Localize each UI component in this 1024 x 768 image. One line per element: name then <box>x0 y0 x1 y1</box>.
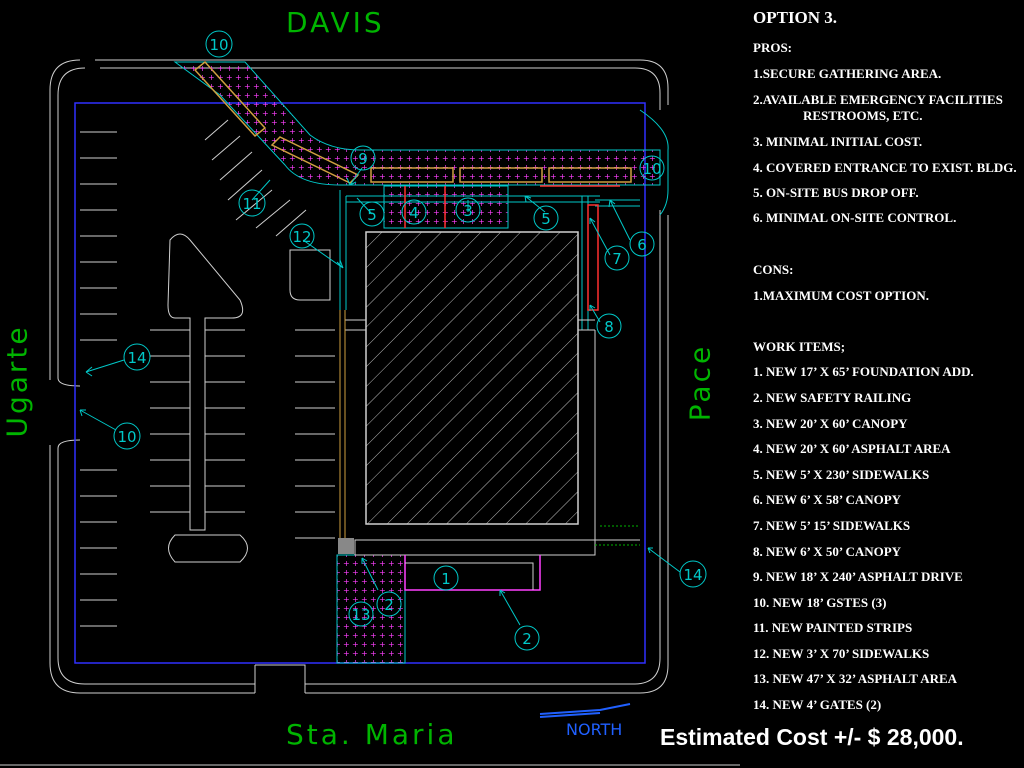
svg-text:5: 5 <box>541 210 551 228</box>
svg-text:1: 1 <box>441 570 451 588</box>
street-label-north: DAVIS <box>286 6 385 39</box>
callout-bubble: 5 <box>533 205 559 231</box>
svg-text:6: 6 <box>637 236 647 254</box>
svg-text:10: 10 <box>209 36 228 54</box>
work-item: 3. NEW 20’ X 60’ CANOPY <box>753 416 908 431</box>
street-label-east: Pace <box>683 343 717 422</box>
work-item: 6. NEW 6’ X 58’ CANOPY <box>753 492 902 507</box>
svg-text:3: 3 <box>463 202 473 220</box>
callout-bubble: 13 <box>348 601 374 627</box>
callout-bubble: 1 <box>433 565 459 591</box>
work-item: 10. NEW 18’ GSTES (3) <box>753 595 887 610</box>
callout-bubble: 3 <box>455 197 481 223</box>
existing-building <box>338 231 640 591</box>
work-item: 13. NEW 47’ X 32’ ASPHALT AREA <box>753 671 958 686</box>
callout-bubble: 11 <box>238 189 266 217</box>
work-item: 12. NEW 3’ X 70’ SIDEWALKS <box>753 646 930 661</box>
callout-bubble: 9 <box>350 145 376 171</box>
callout-bubble: 8 <box>596 313 622 339</box>
pros-item: 3. MINIMAL INITIAL COST. <box>753 134 923 149</box>
callout-bubble: 14 <box>123 343 151 371</box>
callout-bubble: 4 <box>401 199 427 225</box>
callout-bubble: 12 <box>289 223 315 249</box>
canopies <box>193 60 632 184</box>
work-item: 5. NEW 5’ X 230’ SIDEWALKS <box>753 467 930 482</box>
pros-heading: PROS: <box>753 40 792 55</box>
svg-text:2: 2 <box>522 630 532 648</box>
svg-text:10: 10 <box>117 428 136 446</box>
svg-text:14: 14 <box>683 566 702 584</box>
svg-text:7: 7 <box>612 250 622 268</box>
callout-bubbles: 10 9 10 11 12 5 4 3 5 6 7 8 14 10 1 2 13… <box>113 30 707 651</box>
parking-islands <box>167 233 331 563</box>
pros-item: 4. COVERED ENTRANCE TO EXIST. BLDG. <box>753 160 1017 175</box>
work-items-heading: WORK ITEMS; <box>753 339 846 354</box>
street-label-south: Sta. Maria <box>286 718 458 751</box>
pros-item: 5. ON-SITE BUS DROP OFF. <box>753 185 919 200</box>
pros-item: RESTROOMS, ETC. <box>803 108 923 123</box>
work-item: 8. NEW 6’ X 50’ CANOPY <box>753 544 902 559</box>
street-label-west: Ugarte <box>0 324 34 438</box>
work-item: 9. NEW 18’ X 240’ ASPHALT DRIVE <box>753 569 963 584</box>
cons-item: 1.MAXIMUM COST OPTION. <box>753 288 929 303</box>
svg-text:2: 2 <box>384 596 394 614</box>
callout-bubble: 2 <box>376 591 402 617</box>
callout-bubble: 10 <box>113 422 141 450</box>
svg-text:12: 12 <box>292 228 311 246</box>
callout-bubble: 6 <box>629 231 655 257</box>
work-item: 11. NEW PAINTED STRIPS <box>753 620 913 635</box>
svg-text:9: 9 <box>358 150 368 168</box>
work-item: 4. NEW 20’ X 60’ ASPHALT AREA <box>753 441 951 456</box>
estimated-cost: Estimated Cost +/- $ 28,000. <box>660 724 964 750</box>
north-arrow-icon: NORTH <box>539 703 631 739</box>
work-item: 1. NEW 17’ X 65’ FOUNDATION ADD. <box>753 364 974 379</box>
parking-stripes <box>80 119 335 627</box>
callout-bubble: 7 <box>604 245 630 271</box>
leader-lines <box>79 167 681 626</box>
callout-bubble: 10 <box>205 30 233 58</box>
svg-text:10: 10 <box>642 160 661 178</box>
pros-item: 1.SECURE GATHERING AREA. <box>753 66 942 81</box>
pros-item: 6. MINIMAL ON-SITE CONTROL. <box>753 210 957 225</box>
work-item: 14. NEW 4’ GATES (2) <box>753 697 882 712</box>
option-title: OPTION 3. <box>753 8 838 27</box>
callout-bubble: 2 <box>514 625 540 651</box>
callout-bubble: 5 <box>359 201 385 227</box>
pros-item: 2.AVAILABLE EMERGENCY FACILITIES <box>753 92 1003 107</box>
callout-bubble: 14 <box>679 560 707 588</box>
work-item: 2. NEW SAFETY RAILING <box>753 390 912 405</box>
cons-heading: CONS: <box>753 262 794 277</box>
svg-text:11: 11 <box>242 195 261 213</box>
svg-text:14: 14 <box>127 349 146 367</box>
svg-text:5: 5 <box>367 206 377 224</box>
callout-bubble: 10 <box>639 155 665 181</box>
work-item: 7. NEW 5’ 15’ SIDEWALKS <box>753 518 911 533</box>
svg-text:NORTH: NORTH <box>566 720 622 739</box>
svg-text:8: 8 <box>604 318 614 336</box>
curb-lines <box>49 59 669 694</box>
svg-text:13: 13 <box>351 606 370 624</box>
svg-text:4: 4 <box>409 204 419 222</box>
